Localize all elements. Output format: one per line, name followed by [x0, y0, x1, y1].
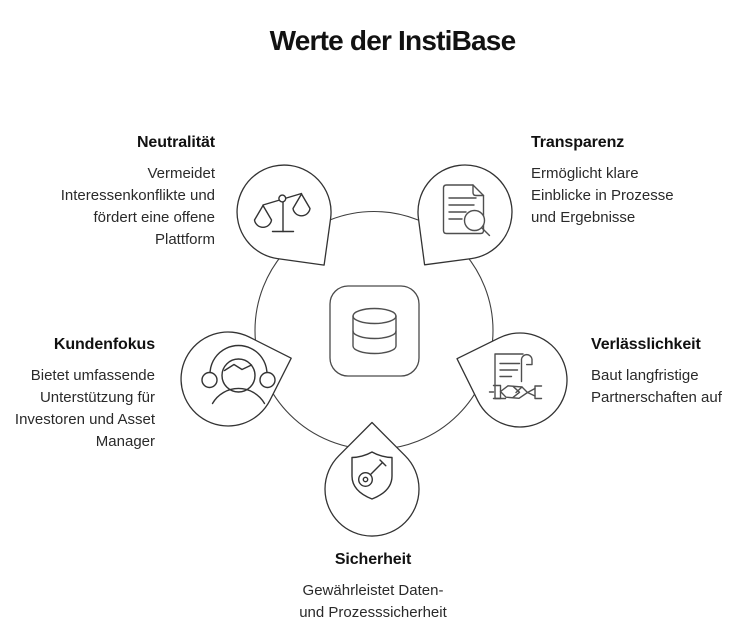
- value-heading: Transparenz: [531, 134, 625, 151]
- petal-verlaesslichkeit: [456, 332, 568, 428]
- value-block-transparenz: Transparenz Ermöglicht klare Einblicke i…: [531, 132, 691, 229]
- value-heading: Verlässlichkeit: [591, 336, 701, 353]
- value-description: Baut langfristige Partnerschaften auf: [591, 367, 722, 406]
- center-card: [329, 285, 420, 377]
- petal-transparenz: [417, 164, 513, 266]
- document-search-icon: [442, 184, 491, 237]
- scales-icon: [253, 192, 311, 233]
- contract-handshake-icon: [488, 353, 543, 400]
- petal-neutralitaet: [236, 164, 332, 266]
- page-title: Werte der InstiBase: [269, 25, 517, 56]
- value-description: Bietet umfassende Unterstützung für Inve…: [14, 367, 155, 450]
- value-heading: Sicherheit: [334, 551, 412, 568]
- value-block-verlaesslichkeit: Verlässlichkeit Baut langfristige Partne…: [591, 334, 739, 409]
- value-heading: Kundenfokus: [53, 336, 155, 353]
- database-icon: [352, 307, 397, 355]
- shield-key-icon: [351, 451, 393, 500]
- value-description: Gewährleistet Daten- und Prozesssicherhe…: [299, 582, 447, 621]
- value-description: Ermöglicht klare Einblicke in Prozesse u…: [531, 165, 674, 226]
- value-block-neutralitaet: Neutralität Vermeidet Interessenkonflikt…: [45, 132, 215, 251]
- value-block-sicherheit: Sicherheit Gewährleistet Daten- und Proz…: [293, 549, 453, 624]
- value-description: Vermeidet Interessenkonflikte und förder…: [60, 165, 215, 248]
- value-block-kundenfokus: Kundenfokus Bietet umfassende Unterstütz…: [5, 334, 155, 453]
- headset-person-icon: [201, 344, 276, 405]
- value-heading: Neutralität: [136, 134, 215, 151]
